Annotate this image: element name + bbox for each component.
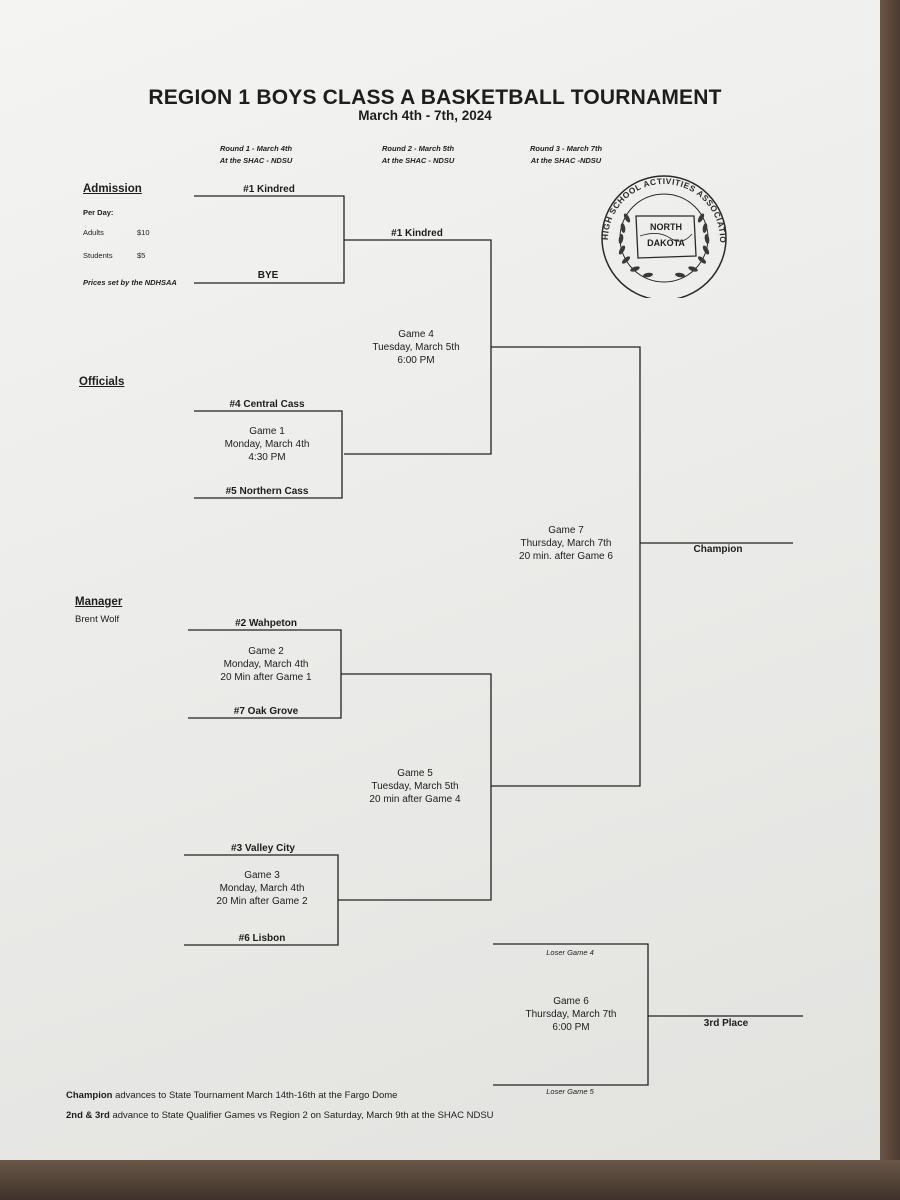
loser-game-4-slot: Loser Game 4 (546, 948, 594, 957)
tournament-dates: March 4th - 7th, 2024 (358, 108, 492, 123)
round-2-venue: At the SHAC - NDSU (381, 156, 455, 165)
team-slot: #6 Lisbon (238, 933, 286, 944)
round-3-header: Round 3 - March 7th At the SHAC -NDSU (530, 143, 602, 167)
footer-note-1: Champion advances to State Tournament Ma… (66, 1090, 397, 1101)
team-slot: #1 Kindred (243, 184, 295, 195)
footer-note-2: 2nd & 3rd advance to State Qualifier Gam… (66, 1110, 494, 1121)
bracket-sheet: REGION 1 BOYS CLASS A BASKETBALL TOURNAM… (0, 0, 882, 1162)
adults-label: Adults (83, 228, 104, 237)
bracket-line-game-5 (338, 673, 492, 901)
game-time: 20 min. after Game 6 (519, 551, 613, 562)
students-price: $5 (137, 251, 146, 260)
game-day: Thursday, March 7th (520, 538, 612, 549)
seal-state-line2: DAKOTA (647, 238, 685, 248)
per-day-label: Per Day: (83, 208, 114, 217)
third-place-label: 3rd Place (703, 1018, 749, 1029)
game-label: Game 7 (548, 525, 584, 536)
game-day: Tuesday, March 5th (372, 342, 460, 353)
game-label: Game 5 (397, 768, 433, 779)
game-label: Game 6 (553, 996, 589, 1007)
table-surface-bottom (0, 1160, 900, 1200)
admission-heading: Admission (83, 183, 142, 195)
game-time: 6:00 PM (397, 355, 435, 366)
round-2-header: Round 2 - March 5th At the SHAC - NDSU (382, 143, 455, 167)
team-slot: BYE (257, 270, 279, 281)
table-surface-right (880, 0, 900, 1200)
team-slot: #5 Northern Cass (225, 486, 309, 497)
team-slot: #1 Kindred (391, 228, 443, 239)
game-6-info: Game 6 Thursday, March 7th 6:00 PM (526, 995, 617, 1034)
bracket-lines (184, 195, 803, 1086)
students-label: Students (83, 251, 113, 260)
champion-label: Champion (693, 544, 743, 555)
game-label: Game 4 (398, 329, 434, 340)
officials-heading: Officials (79, 376, 125, 388)
game-time: 4:30 PM (248, 452, 286, 463)
footer-note-1-text: advances to State Tournament March 14th-… (112, 1090, 398, 1101)
game-time: 20 Min after Game 1 (220, 672, 312, 683)
manager-name: Brent Wolf (75, 614, 120, 625)
seal-state-line1: NORTH (650, 222, 682, 232)
team-slot: #4 Central Cass (229, 399, 305, 410)
game-5-info: Game 5 Tuesday, March 5th 20 min after G… (369, 767, 460, 806)
game-label: Game 1 (249, 426, 285, 437)
bracket-line-game-6 (493, 943, 649, 1086)
game-4-info: Game 4 Tuesday, March 5th 6:00 PM (372, 328, 459, 367)
game-label: Game 2 (248, 646, 284, 657)
game-time: 6:00 PM (552, 1022, 590, 1033)
game-day: Monday, March 4th (224, 439, 310, 450)
game-day: Monday, March 4th (219, 883, 305, 894)
round-1-label: Round 1 - March 4th (219, 144, 293, 153)
game-day: Thursday, March 7th (525, 1009, 617, 1020)
page-title: REGION 1 BOYS CLASS A BASKETBALL TOURNAM… (148, 86, 722, 109)
team-slot: #3 Valley City (231, 843, 295, 854)
game-day: Monday, March 4th (223, 659, 309, 670)
round-1-venue: At the SHAC - NDSU (219, 156, 293, 165)
footer-note-2-text: advance to State Qualifier Games vs Regi… (109, 1110, 494, 1121)
round-1-header: Round 1 - March 4th At the SHAC - NDSU (220, 143, 293, 167)
game-time: 20 min after Game 4 (369, 794, 461, 805)
round-3-label: Round 3 - March 7th (529, 144, 603, 153)
footer-note-1-bold: Champion (66, 1090, 113, 1101)
game-day: Tuesday, March 5th (371, 781, 459, 792)
game-7-info: Game 7 Thursday, March 7th 20 min. after… (519, 524, 613, 563)
game-time: 20 Min after Game 2 (216, 896, 308, 907)
bracket-line-game-3 (184, 854, 339, 946)
prices-note: Prices set by the NDHSAA (83, 278, 177, 287)
footer-note-2-bold: 2nd & 3rd (66, 1110, 110, 1121)
loser-game-5-slot: Loser Game 5 (546, 1087, 594, 1096)
game-1-info: Game 1 Monday, March 4th 4:30 PM (225, 425, 310, 464)
manager-heading: Manager (75, 596, 123, 608)
round-2-label: Round 2 - March 5th (381, 144, 455, 153)
game-label: Game 3 (244, 870, 280, 881)
adults-price: $10 (137, 228, 150, 237)
game-3-info: Game 3 Monday, March 4th 20 Min after Ga… (216, 869, 307, 908)
round-3-venue: At the SHAC -NDSU (530, 156, 602, 165)
bracket-line-game-7 (491, 346, 641, 787)
game-2-info: Game 2 Monday, March 4th 20 Min after Ga… (220, 645, 311, 684)
team-slot: #2 Wahpeton (235, 618, 297, 629)
team-slot: #7 Oak Grove (233, 706, 299, 717)
bracket-line-game-1 (194, 410, 343, 499)
